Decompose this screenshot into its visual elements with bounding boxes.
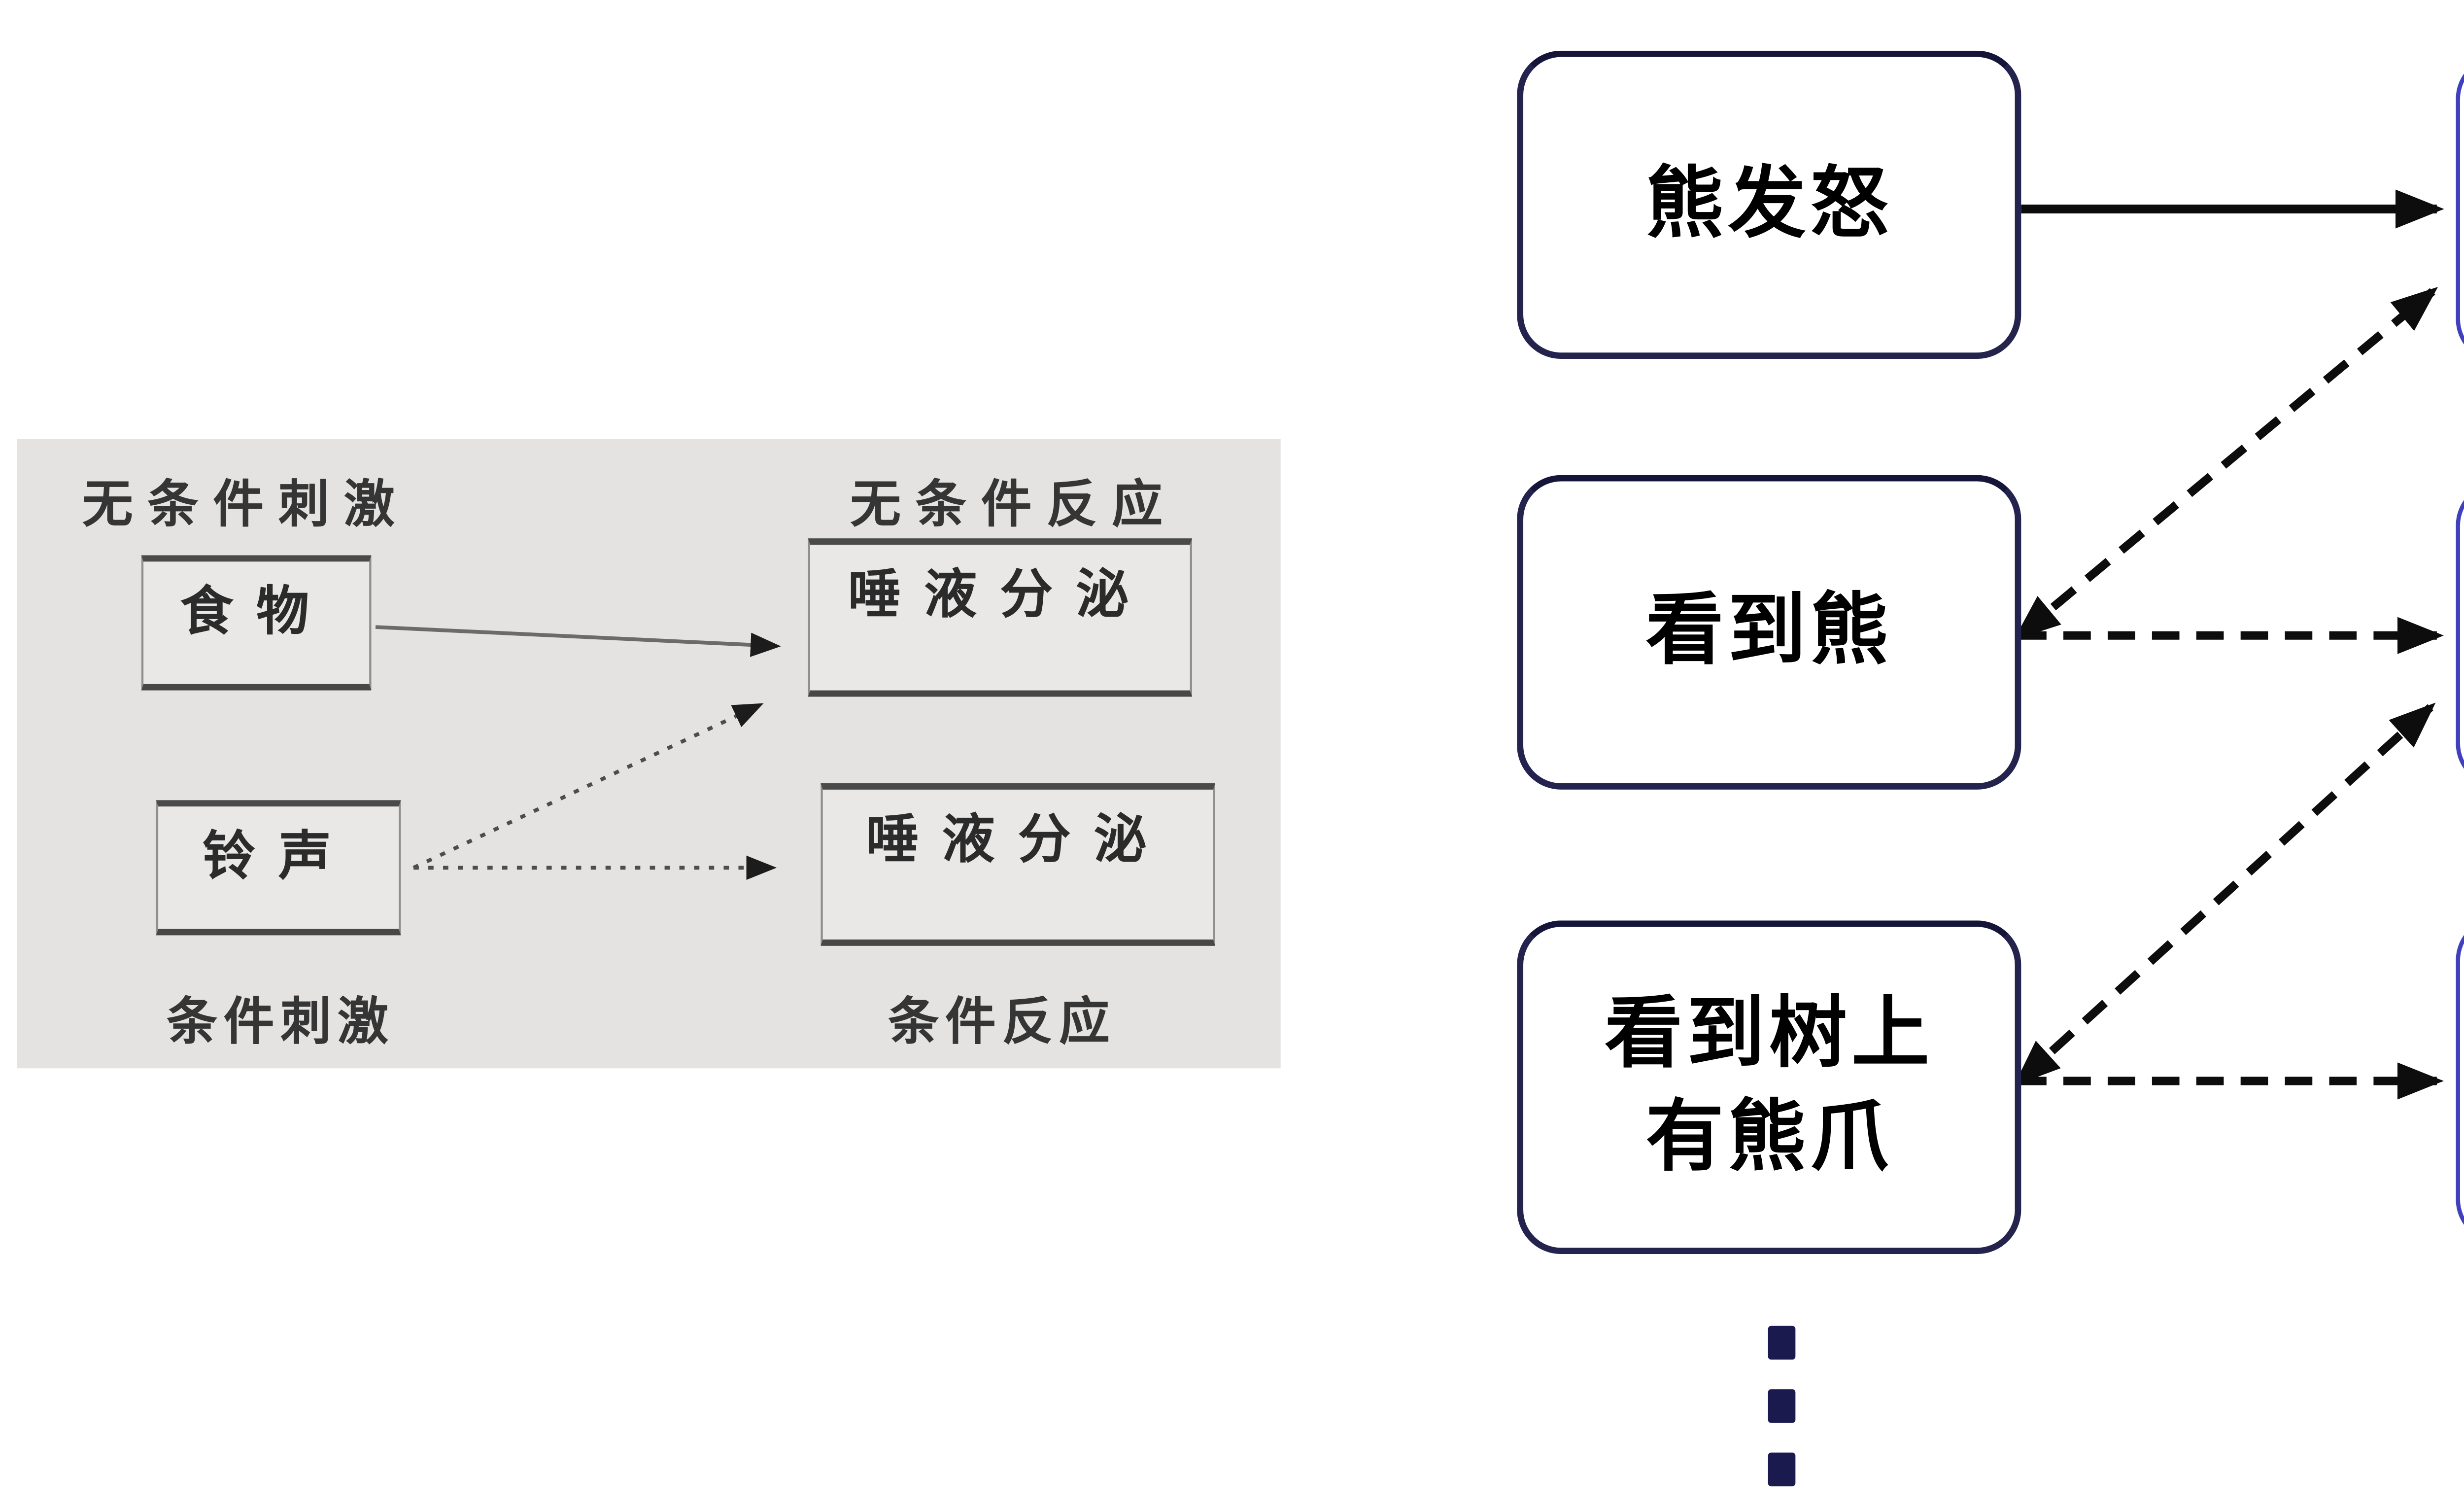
arrow-food-to-salivation	[375, 625, 781, 657]
dashed-arrow-see-bear-to-reward	[2014, 287, 2438, 640]
label-conditioned-response: 条件反应	[888, 994, 1116, 1051]
box-bear-anger: 熊发怒	[1517, 50, 2021, 359]
box-bell: 铃声	[156, 800, 401, 936]
box-salivation-unconditioned: 唾液分泌	[808, 538, 1192, 697]
box-see-bear-label: 看到熊	[1645, 587, 1893, 674]
dotted-arrow-bell-to-unconditioned-salivation	[412, 703, 764, 870]
ellipsis-left-dot-3	[1768, 1452, 1796, 1487]
box-see-claw-marks: 看到树上 有熊爪	[1517, 920, 2021, 1255]
box-food-label: 食物	[180, 583, 333, 642]
label-unconditioned-stimulus: 无条件刺激	[82, 477, 410, 534]
box-see-bear: 看到熊	[1517, 475, 2021, 790]
box-food: 食物	[141, 555, 372, 691]
box-value-state: V(s)	[2456, 916, 2464, 1244]
ellipsis-left-dot-2	[1768, 1389, 1796, 1423]
box-salivation-conditioned-label: 唾液分泌	[866, 810, 1170, 870]
label-conditioned-stimulus: 条件刺激	[167, 994, 395, 1051]
ellipsis-left-dot-1	[1768, 1325, 1796, 1360]
box-see-claw-marks-label: 看到树上 有熊爪	[1604, 990, 1934, 1181]
box-reward: 奖励	[2456, 55, 2464, 363]
box-salivation-conditioned: 唾液分泌	[821, 783, 1215, 946]
dashed-arrow-claw-marks-to-value-next-state	[2014, 702, 2436, 1086]
box-value-next-state: V(s′)	[2456, 481, 2464, 788]
box-bear-anger-label: 熊发怒	[1645, 159, 1893, 246]
label-unconditioned-response: 无条件反应	[850, 477, 1177, 534]
box-salivation-unconditioned-label: 唾液分泌	[848, 565, 1152, 625]
box-bell-label: 铃声	[202, 827, 355, 887]
